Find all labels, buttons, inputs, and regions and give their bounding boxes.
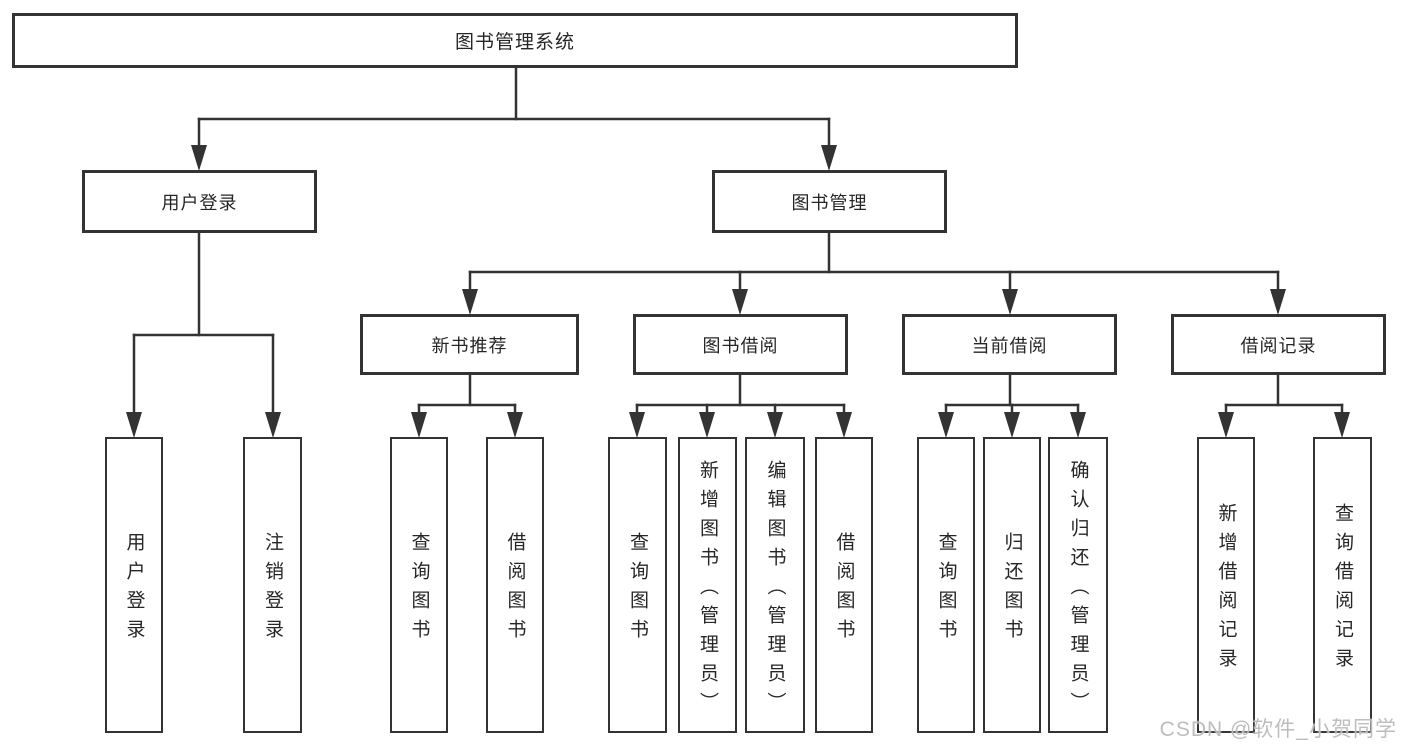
node-label: 新书推荐 [431, 335, 508, 356]
leaf-records-add-record: 新增借阅记录 [1197, 437, 1255, 733]
node-user-login: 用户登录 [82, 170, 317, 233]
node-label: 图书借阅 [702, 335, 779, 356]
leaf-label: 查询图书 [935, 532, 957, 648]
leaf-label: 查询图书 [408, 532, 430, 648]
node-new-book-recommend: 新书推荐 [360, 314, 579, 375]
leaf-label: 归还图书 [1001, 532, 1023, 648]
node-library-management-system: 图书管理系统 [12, 13, 1018, 68]
node-label: 借阅记录 [1240, 335, 1317, 356]
leaf-records-query-record: 查询借阅记录 [1313, 437, 1372, 733]
leaf-borrowing-query-book: 查询图书 [608, 437, 667, 733]
node-book-borrowing: 图书借阅 [633, 314, 848, 375]
leaf-recommend-query-book: 查询图书 [390, 437, 448, 733]
leaf-recommend-borrow-book: 借阅图书 [486, 437, 544, 733]
leaf-label: 查询图书 [627, 532, 648, 648]
csdn-watermark: CSDN @软件_小贺同学 [1159, 718, 1397, 741]
leaf-label: 确认归还（管理员） [1067, 459, 1089, 721]
leaf-label: 编辑图书（管理员） [764, 459, 786, 721]
leaf-label: 用户登录 [123, 532, 145, 648]
leaf-borrowing-add-book-admin: 新增图书（管理员） [678, 437, 737, 733]
leaf-label: 注销登录 [262, 532, 283, 648]
leaf-label: 借阅图书 [833, 532, 855, 648]
leaf-logout-login: 注销登录 [243, 437, 302, 733]
node-label: 用户登录 [161, 192, 238, 213]
node-book-management: 图书管理 [712, 170, 947, 233]
leaf-current-query-book: 查询图书 [917, 437, 975, 733]
leaf-label: 查询借阅记录 [1332, 503, 1353, 677]
leaf-borrowing-edit-book-admin: 编辑图书（管理员） [745, 437, 805, 733]
leaf-label: 新增图书（管理员） [697, 459, 718, 721]
leaf-current-confirm-return-admin: 确认归还（管理员） [1048, 437, 1108, 733]
node-label: 图书管理系统 [454, 32, 575, 53]
node-label: 当前借阅 [971, 335, 1048, 356]
node-label: 图书管理 [791, 192, 868, 213]
leaf-current-return-book: 归还图书 [983, 437, 1041, 733]
node-borrowing-records: 借阅记录 [1171, 314, 1386, 375]
leaf-borrowing-borrow-book: 借阅图书 [815, 437, 873, 733]
leaf-label: 新增借阅记录 [1215, 503, 1237, 677]
leaf-user-login: 用户登录 [105, 437, 163, 733]
node-current-borrowing: 当前借阅 [902, 314, 1117, 375]
leaf-label: 借阅图书 [504, 532, 526, 648]
